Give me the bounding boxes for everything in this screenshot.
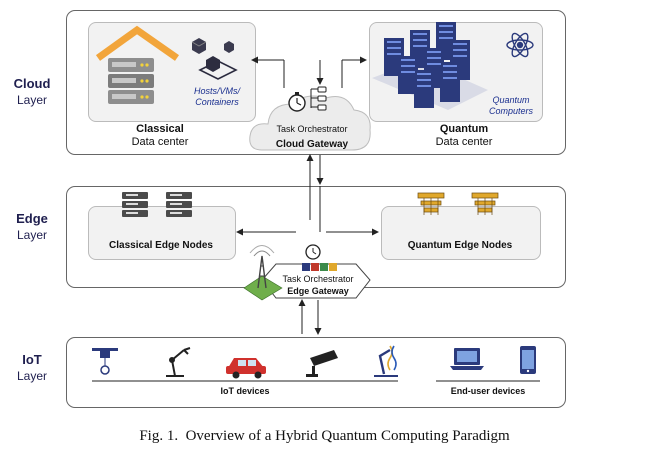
quantum-edge-nodes-box xyxy=(381,206,541,260)
edge-layer-label-1: Edge xyxy=(16,211,48,226)
end-user-devices-label: End-user devices xyxy=(450,386,526,396)
edge-orchestrator-icon xyxy=(302,244,337,271)
iot-layer-panel xyxy=(66,337,566,408)
robot-arm-icon xyxy=(166,347,191,377)
classical-datacenter-subtitle: Data center xyxy=(131,136,189,148)
quantum-edge-nodes-label: Quantum Edge Nodes xyxy=(407,240,513,251)
microscope-dna-icon xyxy=(374,345,398,377)
security-camera-icon xyxy=(306,350,338,377)
classical-edge-nodes-box xyxy=(88,206,236,260)
iot-layer-label-2: Layer xyxy=(16,369,48,383)
cloud-layer-title: Cloud Layer xyxy=(2,76,62,108)
quantum-datacenter-subtitle: Data center xyxy=(435,136,493,148)
datacenter-building-icon xyxy=(95,25,180,104)
drone-icon xyxy=(92,348,118,375)
cell-tower-icon xyxy=(243,245,283,301)
edge-layer-label-2: Layer xyxy=(16,228,48,242)
quantum-datacenter-title: Quantum xyxy=(439,123,489,135)
edge-task-orchestrator-label: Task Orchestrator xyxy=(282,274,354,284)
edge-gateway-label: Edge Gateway xyxy=(287,286,349,296)
quantum-racks-icon xyxy=(372,22,488,110)
iot-layer-title: IoT Layer xyxy=(2,352,62,384)
hosts-vms-containers-icon xyxy=(191,38,238,80)
smartphone-icon xyxy=(520,346,536,374)
figure-caption: Fig. 1. Overview of a Hybrid Quantum Com… xyxy=(139,428,510,444)
cloud-task-orchestrator-label: Task Orchestrator xyxy=(276,124,348,134)
edge-layer-title: Edge Layer xyxy=(2,211,62,243)
laptop-icon xyxy=(450,348,484,370)
iot-layer-label-1: IoT xyxy=(22,352,42,367)
cloud-orchestrator-icon xyxy=(288,86,327,112)
atom-icon xyxy=(506,32,534,58)
edge-gateway-shape xyxy=(261,263,371,299)
classical-edge-server-icons xyxy=(122,192,192,217)
cloud-layer-label-1: Cloud xyxy=(13,76,51,91)
quantum-edge-chip-icons xyxy=(417,192,499,215)
quantum-computers-label: Quantum Computers xyxy=(488,95,533,116)
classical-datacenter-title: Classical xyxy=(136,123,184,135)
cloud-gateway-shape xyxy=(249,95,371,151)
car-icon xyxy=(226,358,266,379)
cloud-layer-label-2: Layer xyxy=(16,93,48,107)
iot-devices-label: IoT devices xyxy=(220,386,270,396)
cloud-gateway-label: Cloud Gateway xyxy=(275,139,349,150)
hosts-vms-containers-label: Hosts/VMs/ Containers xyxy=(193,86,240,107)
classical-edge-nodes-label: Classical Edge Nodes xyxy=(109,240,213,251)
